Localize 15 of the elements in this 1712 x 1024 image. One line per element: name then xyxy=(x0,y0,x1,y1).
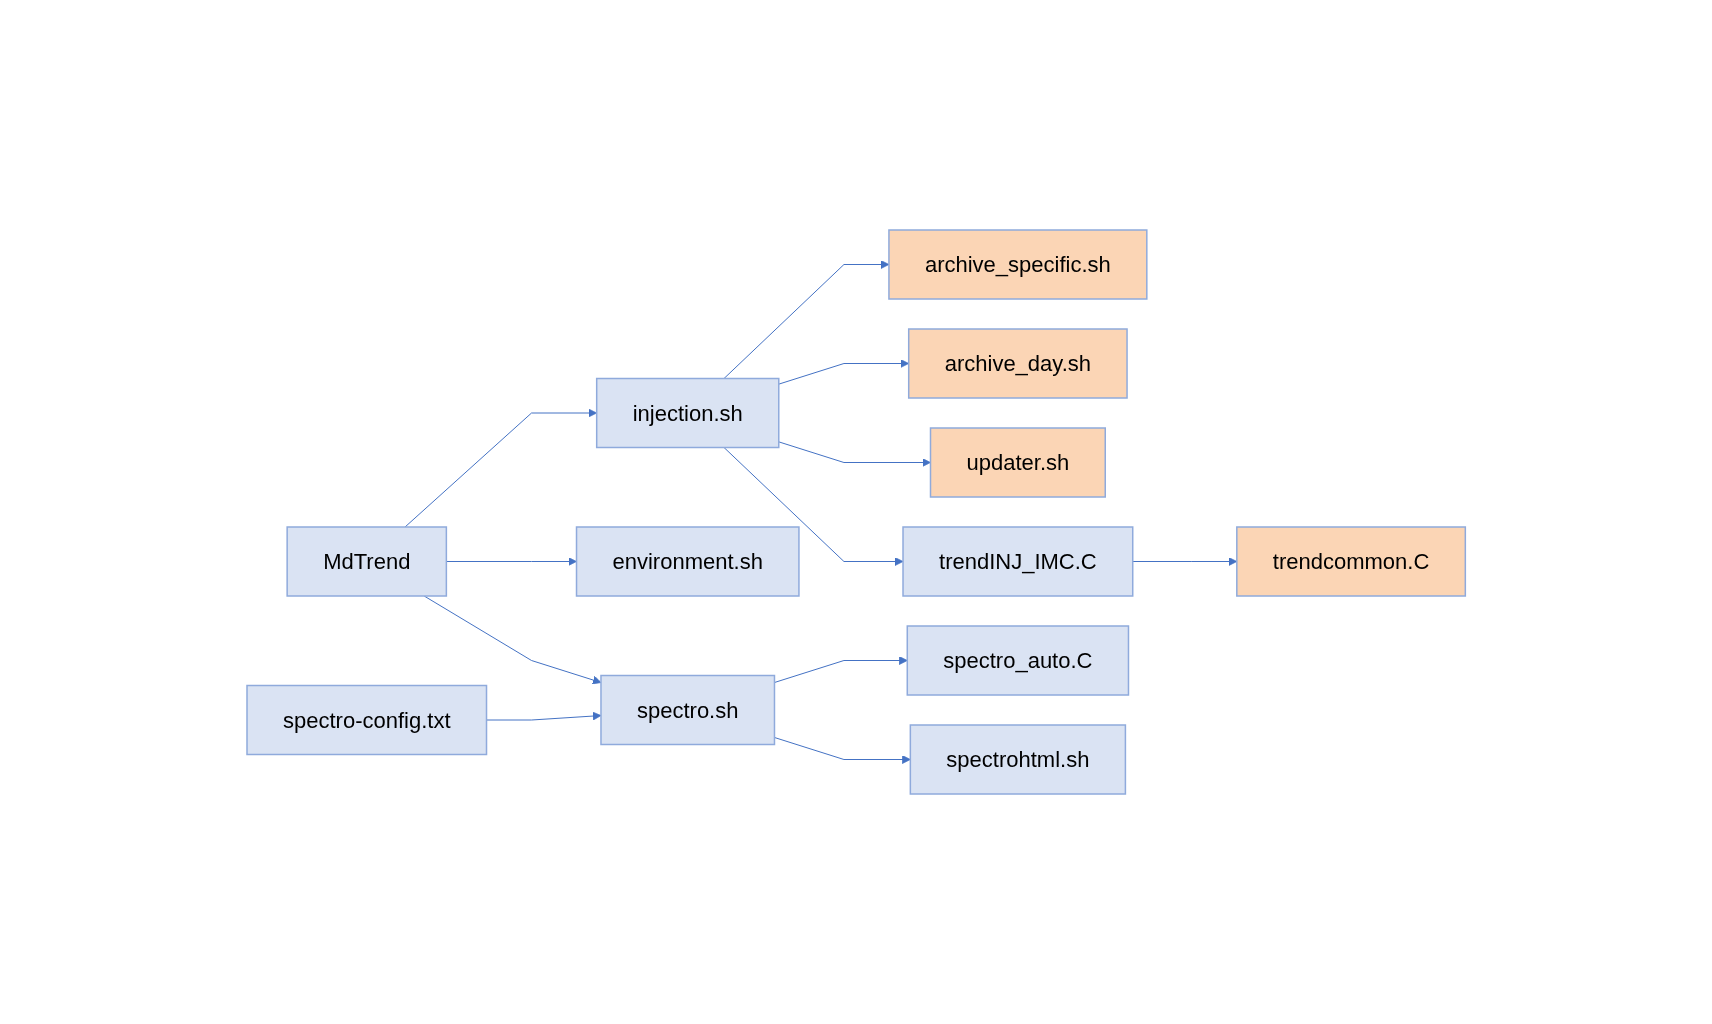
node-box: MdTrend xyxy=(286,526,447,597)
arrow xyxy=(404,408,597,528)
arrow xyxy=(778,441,931,467)
node-box: trendINJ_IMC.C xyxy=(902,526,1134,597)
node-box: spectro.sh xyxy=(600,674,776,746)
node-box: archive_day.sh xyxy=(907,328,1128,399)
node-box: spectro_auto.C xyxy=(906,625,1130,696)
node-box: trendcommon.C xyxy=(1235,526,1466,597)
node-box: archive_specific.sh xyxy=(888,229,1148,300)
node-box: spectrohtml.sh xyxy=(909,724,1126,795)
node-box: environment.sh xyxy=(575,526,800,597)
arrow xyxy=(778,359,909,385)
node-box: spectro-config.txt xyxy=(246,684,488,756)
node-box: injection.sh xyxy=(595,377,780,449)
node-box: updater.sh xyxy=(929,427,1106,498)
